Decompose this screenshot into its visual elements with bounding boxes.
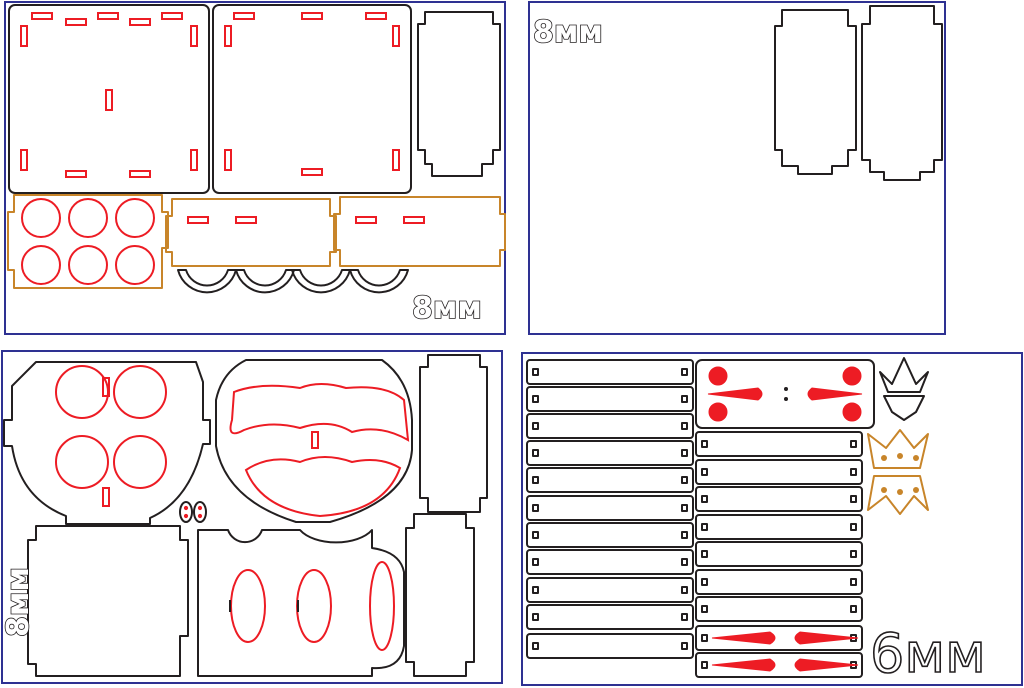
sheet-3-thickness-label: 8мм	[1, 567, 36, 637]
box-panel-bottom	[27, 525, 189, 677]
box-panel-left	[8, 4, 210, 194]
sheet-2: 8мм	[528, 1, 946, 335]
box-side-panel-3	[861, 5, 943, 181]
crown-ornament-black	[879, 357, 929, 421]
sheet-1-border	[4, 1, 506, 335]
round-lid-circles	[3, 361, 211, 525]
sheet-4-thickness-label: 6мм	[870, 622, 986, 685]
round-lid-ornament	[215, 359, 413, 523]
sheet-4: 6мм	[521, 352, 1023, 686]
sheet-2-border	[528, 1, 946, 335]
sheet-4-border	[521, 352, 1023, 686]
box-side-panel-1	[417, 11, 501, 177]
ornament-panel	[695, 359, 875, 429]
box-side-panel-2	[774, 9, 857, 175]
sheet-1-thickness-label: 8мм	[412, 291, 482, 326]
front-panel-1	[165, 198, 337, 267]
front-panel-2	[333, 196, 506, 267]
strip-column-left	[526, 359, 694, 659]
crown-ornament-gold	[867, 429, 929, 515]
sheet-2-thickness-label: 8мм	[533, 15, 603, 50]
sheet-3: 8мм	[0, 350, 503, 684]
mug-wrap-panel	[197, 529, 405, 677]
cup-holder-plate	[7, 194, 169, 289]
strip-ornaments	[711, 631, 859, 672]
small-pegs	[179, 501, 207, 523]
sheet-3-border	[1, 350, 503, 684]
sheet-1: 8мм	[4, 1, 506, 335]
box-side-panel-5	[405, 513, 475, 677]
box-side-panel-4	[419, 354, 488, 513]
cup-rings	[177, 269, 409, 294]
box-panel-middle	[212, 4, 412, 194]
